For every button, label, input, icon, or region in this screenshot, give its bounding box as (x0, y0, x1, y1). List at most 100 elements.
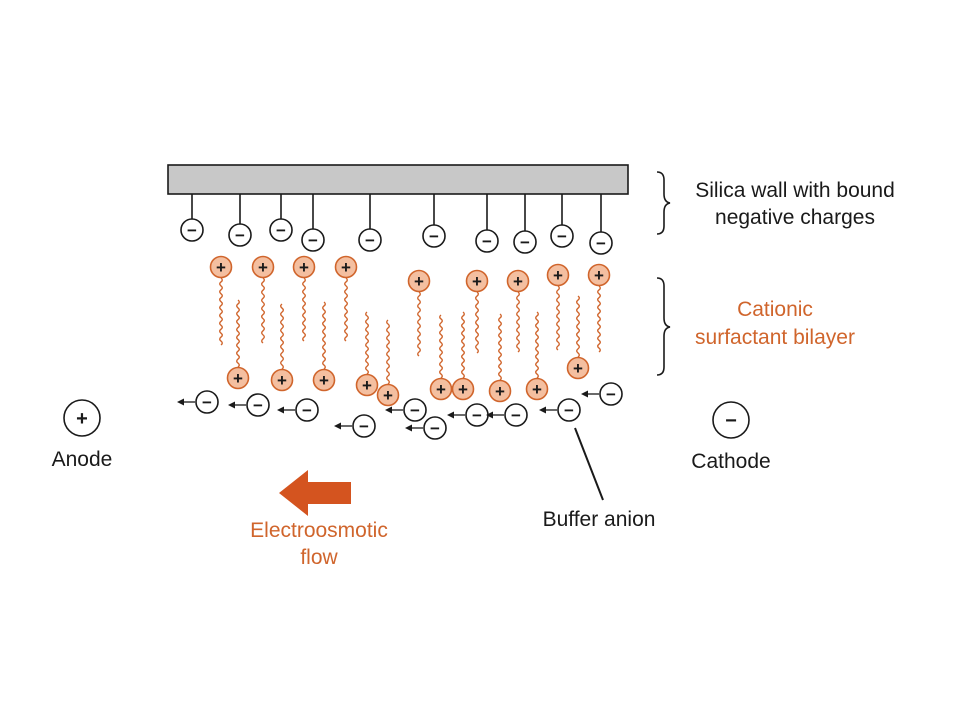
plus-sign: + (594, 266, 604, 285)
wall-negative-charge (589, 231, 613, 255)
plus-sign: + (362, 376, 372, 395)
surfactant-heads: +++++++++++++++++++ (209, 255, 611, 407)
wall-charges: −−−−−−−−−− (180, 194, 613, 255)
surfactant-head (546, 263, 570, 287)
motion-arrow-head (486, 411, 493, 419)
minus-sign: − (276, 221, 286, 240)
surfactant-head (429, 377, 453, 401)
surfactant-tail (386, 319, 390, 385)
minus-sign: − (511, 406, 521, 425)
minus-sign: − (308, 231, 318, 250)
minus-sign: − (235, 226, 245, 245)
plus-sign: + (472, 272, 482, 291)
buffer-anion (423, 416, 447, 440)
surfactant-tail (261, 277, 265, 344)
minus-sign: − (429, 227, 439, 246)
wall-negative-charge (301, 228, 325, 252)
plus-sign: + (495, 382, 505, 401)
electroosmotic-flow-arrow (279, 470, 351, 516)
surfactant-tail (219, 277, 223, 346)
minus-sign: − (253, 396, 263, 415)
minus-sign: − (482, 232, 492, 251)
plus-sign: + (573, 359, 583, 378)
plus-sign: + (458, 380, 468, 399)
minus-sign: − (606, 385, 616, 404)
motion-arrow-head (581, 390, 588, 398)
wall-negative-charge (228, 223, 252, 247)
plus-sign: + (258, 258, 268, 277)
surfactant-head (226, 366, 250, 390)
motion-arrow-head (277, 406, 284, 414)
anode-label: Anode (52, 448, 113, 471)
plus-sign: + (233, 369, 243, 388)
cathode-label: Cathode (691, 450, 770, 473)
minus-sign: − (430, 419, 440, 438)
wall-label-line1: Silica wall with bound (695, 179, 895, 202)
motion-arrow-head (177, 398, 184, 406)
buffer-anion-pointer (574, 427, 604, 501)
minus-sign: − (520, 233, 530, 252)
surfactant-tail (475, 291, 479, 354)
wall-negative-charge (475, 229, 499, 253)
wall-negative-charge (180, 218, 204, 242)
surfactant-tail (516, 291, 520, 353)
buffer-anions: −−−−−−−−−− (177, 382, 623, 440)
buffer-anion (557, 398, 581, 422)
minus-sign: − (564, 401, 574, 420)
surfactant-head (465, 269, 489, 293)
plus-sign: + (319, 371, 329, 390)
surfactant-tail (280, 303, 284, 370)
surfactant-tail (535, 311, 539, 379)
buffer-anion (504, 403, 528, 427)
surfactant-head (506, 269, 530, 293)
plus-sign: + (414, 272, 424, 291)
buffer-anion (195, 390, 219, 414)
surfactant-head (376, 383, 400, 407)
motion-arrow-head (228, 401, 235, 409)
motion-arrow-head (385, 406, 392, 414)
surfactant-head (488, 379, 512, 403)
plus-sign: + (341, 258, 351, 277)
buffer-anion (403, 398, 427, 422)
surfactant-head (355, 373, 379, 397)
surfactant-tail (417, 291, 421, 357)
surfactant-tails (219, 277, 601, 385)
motion-arrow-head (334, 422, 341, 430)
surfactant-head (270, 368, 294, 392)
minus-sign: − (557, 227, 567, 246)
bilayer-label-line1: Cationic (737, 298, 813, 321)
surfactant-tail (597, 285, 601, 353)
wall-negative-charge (269, 218, 293, 242)
silica-wall (167, 164, 629, 195)
minus-sign: − (472, 406, 482, 425)
minus-sign: − (365, 231, 375, 250)
surfactant-tail (556, 285, 560, 351)
minus-sign: − (187, 221, 197, 240)
surfactant-head (451, 377, 475, 401)
minus-sign: − (359, 417, 369, 436)
minus-sign: − (410, 401, 420, 420)
surfactant-tail (498, 313, 502, 381)
minus-sign: − (202, 393, 212, 412)
plus-sign: + (216, 258, 226, 277)
buffer-anion (295, 398, 319, 422)
plus-sign: + (299, 258, 309, 277)
buffer-anion-label: Buffer anion (543, 508, 656, 531)
surfactant-head (312, 368, 336, 392)
surfactant-tail (236, 299, 240, 368)
cathode-charge: − (725, 410, 737, 432)
surfactant-tail (302, 277, 306, 342)
surfactant-tail (322, 301, 326, 370)
surfactant-tail (365, 311, 369, 375)
cathode-symbol (712, 401, 750, 439)
plus-sign: + (383, 386, 393, 405)
bilayer-brace (656, 277, 671, 376)
surfactant-tail (344, 277, 348, 342)
wall-negative-charge (358, 228, 382, 252)
wall-negative-charge (550, 224, 574, 248)
plus-sign: + (277, 371, 287, 390)
surfactant-head (209, 255, 233, 279)
surfactant-tail (439, 314, 443, 379)
